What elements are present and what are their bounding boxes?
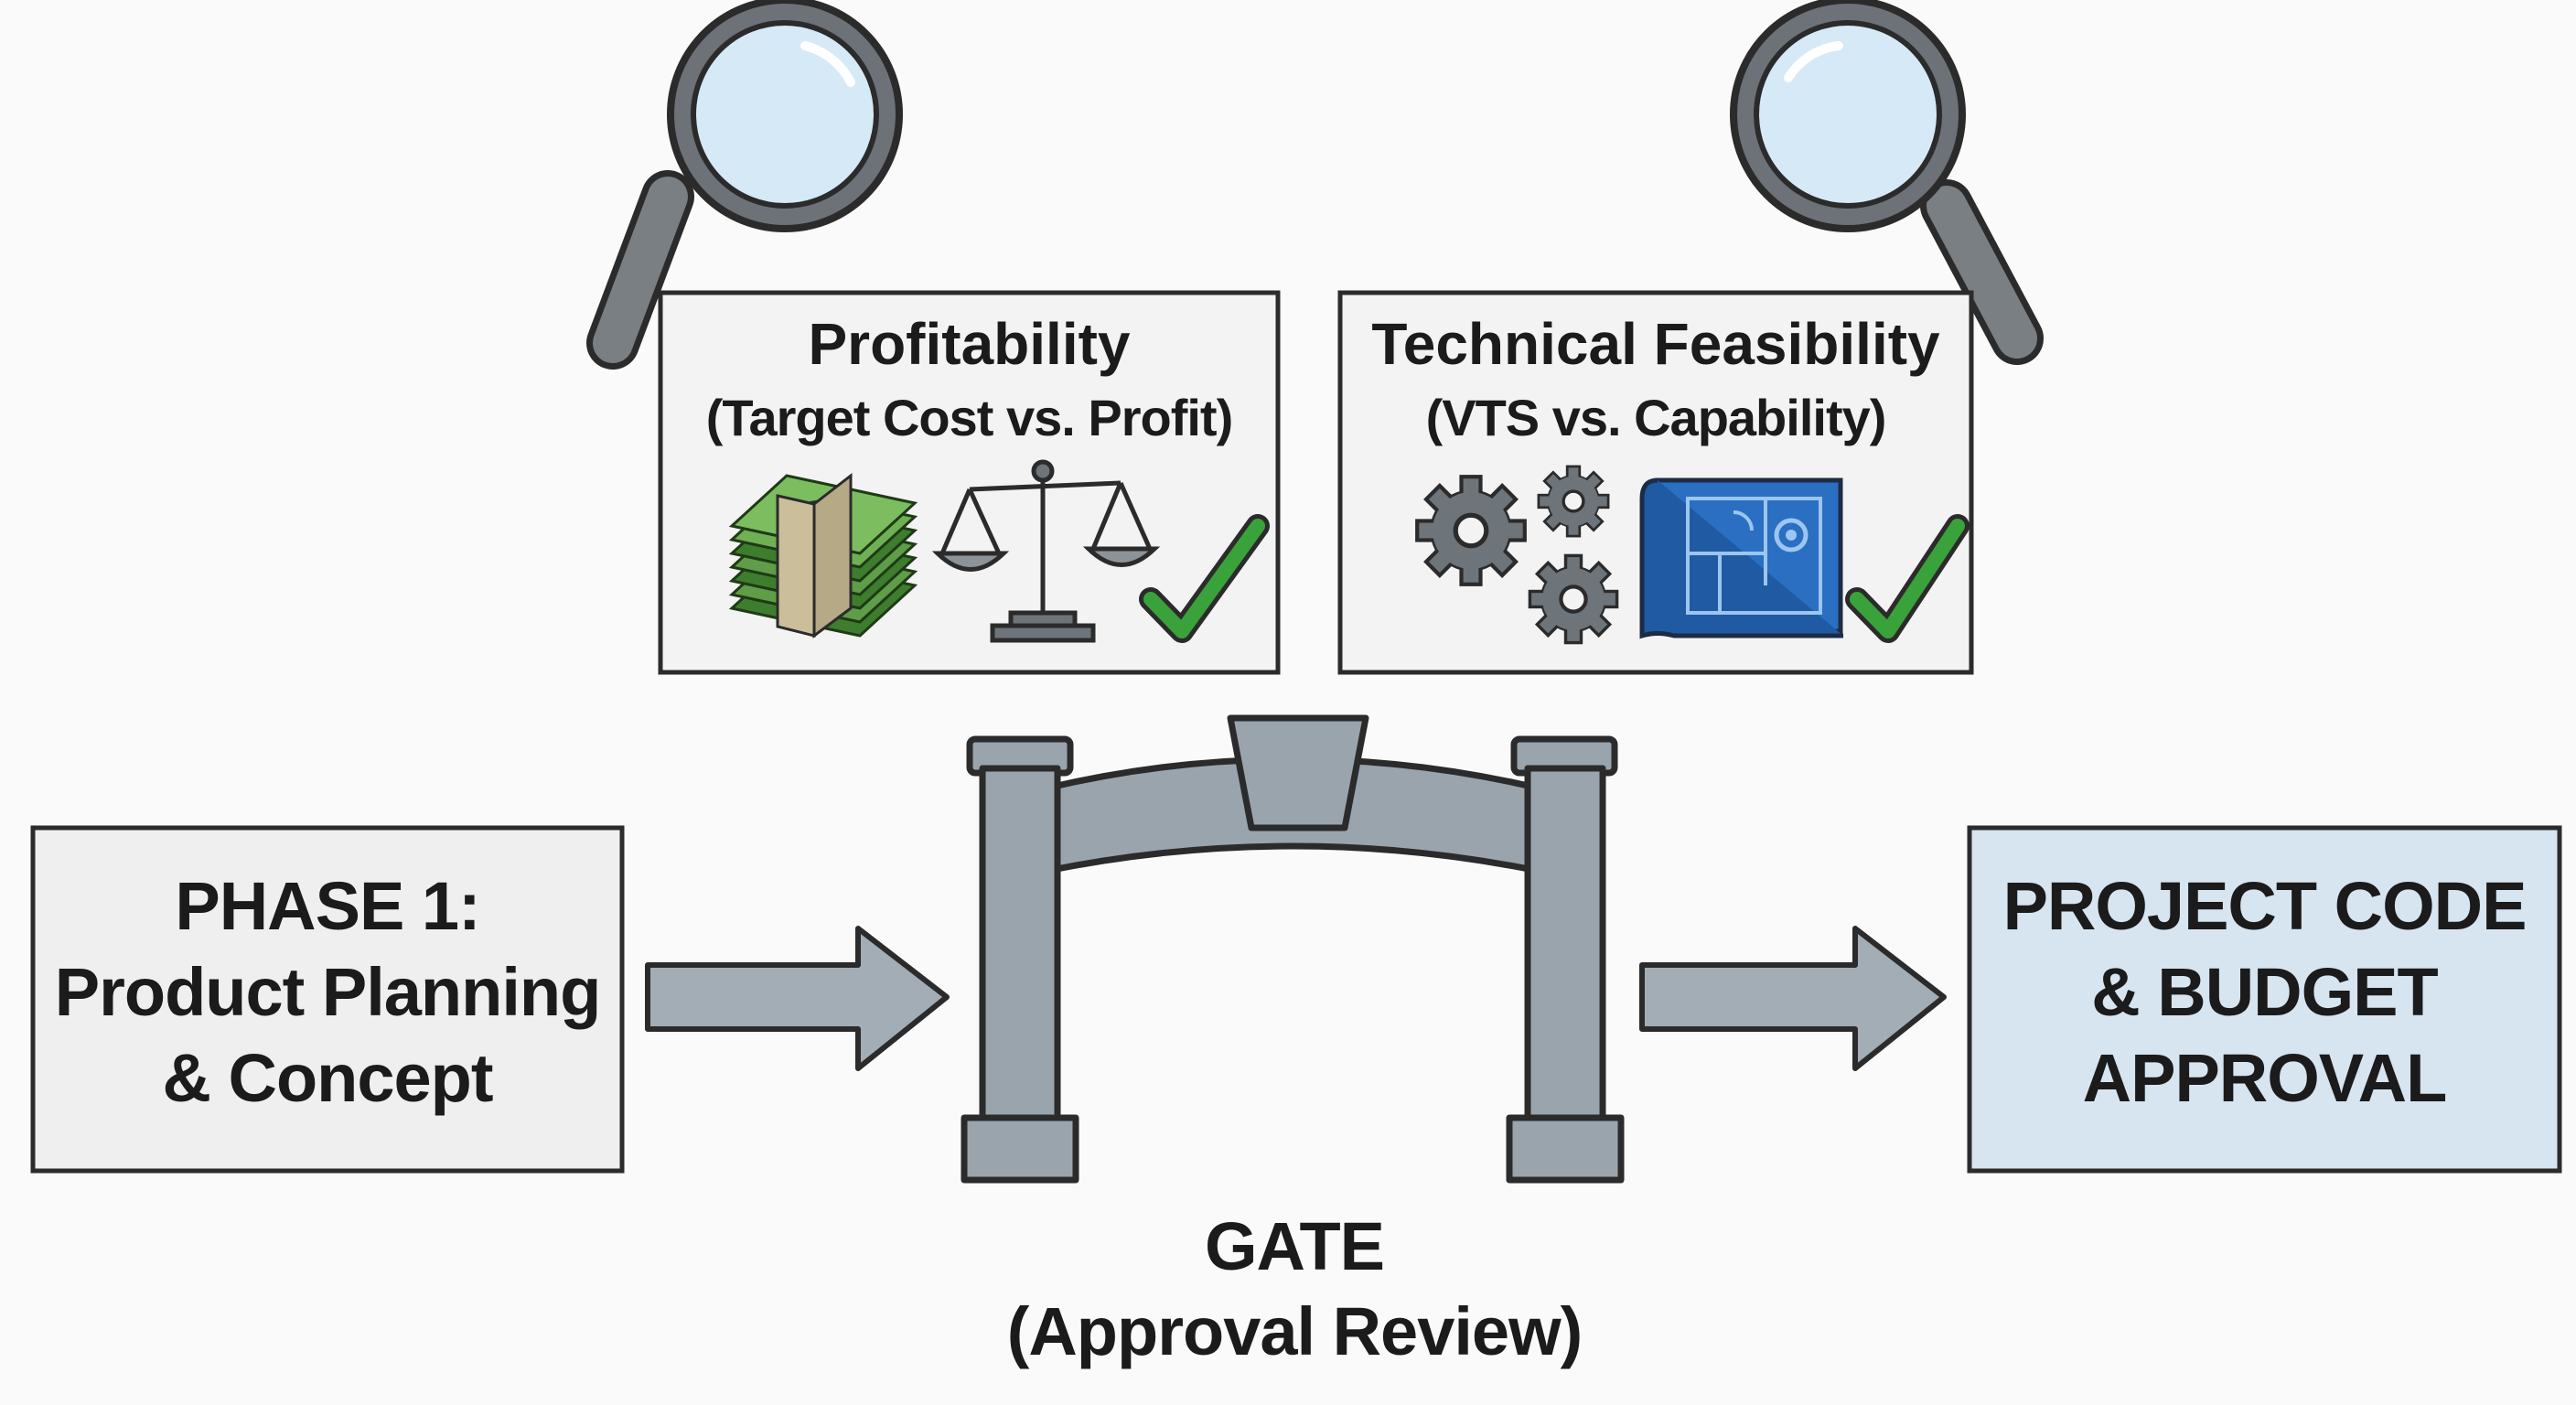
magnifier-icon-left [586, 0, 903, 370]
technical-feasibility-title: Technical Feasibility [1371, 311, 1940, 377]
phase-1-line-2: Product Planning [54, 954, 602, 1030]
approval-line-3: APPROVAL [2082, 1040, 2448, 1116]
magnifier-icon-right [1730, 0, 2044, 365]
gate-title: GATE [1204, 1208, 1385, 1284]
balance-scale-icon [931, 459, 1161, 643]
gate-subtitle: (Approval Review) [1006, 1293, 1583, 1369]
project-approval-box [1967, 825, 2562, 1174]
gate-arch-icon [961, 714, 1625, 1184]
arrow-to-approval [1639, 926, 1947, 1071]
arrow-to-gate [645, 926, 950, 1071]
approval-label: PROJECT CODE & BUDGET APPROVAL [1970, 869, 2560, 1116]
approval-line-1: PROJECT CODE [2002, 868, 2528, 944]
approval-line-2: & BUDGET [2091, 954, 2438, 1030]
money-stack-icon [728, 472, 918, 638]
blueprint-icon [1639, 477, 1843, 639]
profitability-subtitle: (Target Cost vs. Profit) [705, 389, 1233, 446]
technical-feasibility-subtitle: (VTS vs. Capability) [1425, 389, 1887, 446]
phase-1-box [30, 825, 625, 1174]
phase-1-line-1: PHASE 1: [175, 868, 480, 944]
phase-1-line-3: & Concept [162, 1040, 494, 1116]
profitability-title: Profitability [808, 311, 1131, 377]
phase-1-label: PHASE 1: Product Planning & Concept [33, 869, 622, 1116]
